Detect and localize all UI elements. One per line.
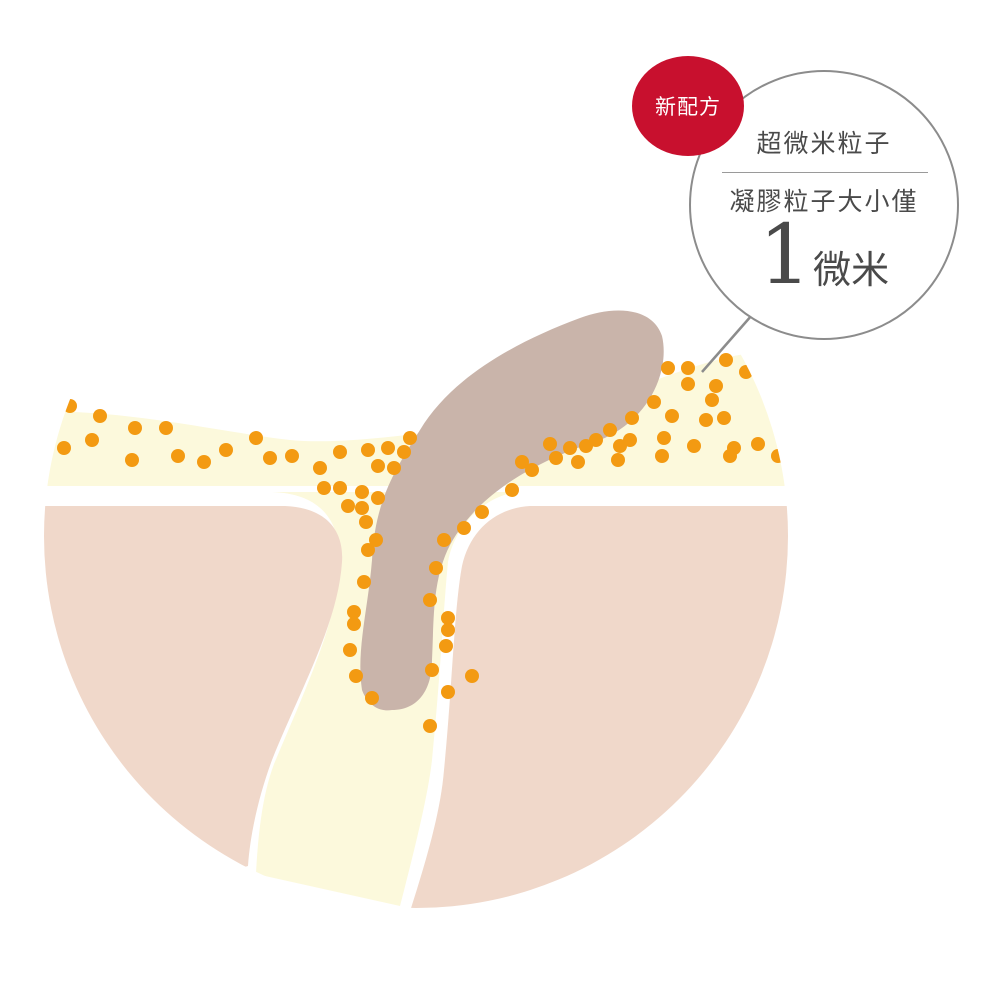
particle-dot <box>285 449 299 463</box>
particle-dot <box>441 623 455 637</box>
particle-dot <box>687 439 701 453</box>
particle-dot <box>93 409 107 423</box>
particle-dot <box>387 461 401 475</box>
particle-layer <box>57 353 785 733</box>
particle-dot <box>623 433 637 447</box>
particle-dot <box>263 451 277 465</box>
particle-dot <box>381 441 395 455</box>
particle-dot <box>543 437 557 451</box>
particle-dot <box>723 449 737 463</box>
particle-dot <box>611 453 625 467</box>
particle-dot <box>705 393 719 407</box>
particle-dot <box>365 691 379 705</box>
particle-dot <box>589 433 603 447</box>
particle-dot <box>171 449 185 463</box>
particle-dot <box>739 365 753 379</box>
sebum-plug <box>360 310 664 711</box>
particle-dot <box>505 483 519 497</box>
particle-dot <box>403 431 417 445</box>
particle-dot <box>465 669 479 683</box>
callout-size: 1 微米 <box>689 206 959 306</box>
particle-dot <box>159 421 173 435</box>
particle-dot <box>423 593 437 607</box>
particle-dot <box>439 639 453 653</box>
particle-dot <box>665 409 679 423</box>
particle-dot <box>355 485 369 499</box>
particle-dot <box>371 459 385 473</box>
particle-dot <box>361 543 375 557</box>
particle-dot <box>128 421 142 435</box>
particle-dot <box>751 437 765 451</box>
particle-dot <box>525 463 539 477</box>
callout-title: 超微米粒子 <box>756 129 892 158</box>
particle-dot <box>429 561 443 575</box>
particle-dot <box>423 719 437 733</box>
particle-dot <box>63 399 77 413</box>
particle-dot <box>475 505 489 519</box>
particle-dot <box>437 533 451 547</box>
particle-dot <box>563 441 577 455</box>
particle-dot <box>359 515 373 529</box>
new-formula-badge: 新配方 <box>632 56 744 156</box>
particle-dot <box>655 449 669 463</box>
particle-dot <box>347 617 361 631</box>
particle-dot <box>699 413 713 427</box>
size-value: 1 <box>758 208 812 303</box>
particle-dot <box>343 643 357 657</box>
particle-dot <box>719 353 733 367</box>
particle-dot <box>347 605 361 619</box>
skin-tissue-right <box>404 506 788 908</box>
particle-dot <box>333 481 347 495</box>
particle-dot <box>441 611 455 625</box>
particle-dot <box>647 395 661 409</box>
particle-dot <box>85 433 99 447</box>
particle-dot <box>57 441 71 455</box>
particle-dot <box>549 451 563 465</box>
particle-dot <box>441 685 455 699</box>
callout-divider <box>722 172 928 173</box>
particle-dot <box>771 449 785 463</box>
particle-dot <box>657 431 671 445</box>
particle-dot <box>369 533 383 547</box>
particle-dot <box>457 521 471 535</box>
particle-dot <box>661 361 675 375</box>
particle-dot <box>371 491 385 505</box>
particle-dot <box>357 575 371 589</box>
particle-dot <box>571 455 585 469</box>
callout-subtitle: 凝膠粒子大小僅 <box>729 187 919 216</box>
particle-dot <box>197 455 211 469</box>
particle-dot <box>355 501 369 515</box>
particle-dot <box>349 669 363 683</box>
particle-dot <box>341 499 355 513</box>
particle-dot <box>681 377 695 391</box>
size-unit: 微米 <box>813 248 890 292</box>
particle-dot <box>317 481 331 495</box>
particle-dot <box>219 443 233 457</box>
particle-dot <box>681 361 695 375</box>
particle-dot <box>125 453 139 467</box>
particle-dot <box>515 455 529 469</box>
particle-dot <box>625 411 639 425</box>
particle-dot <box>603 423 617 437</box>
particle-dot <box>313 461 327 475</box>
particle-dot <box>425 663 439 677</box>
particle-dot <box>361 443 375 457</box>
particle-dot <box>717 411 731 425</box>
particle-dot <box>249 431 263 445</box>
particle-dot <box>333 445 347 459</box>
particle-dot <box>397 445 411 459</box>
particle-dot <box>709 379 723 393</box>
callout-leader-line <box>701 314 753 373</box>
